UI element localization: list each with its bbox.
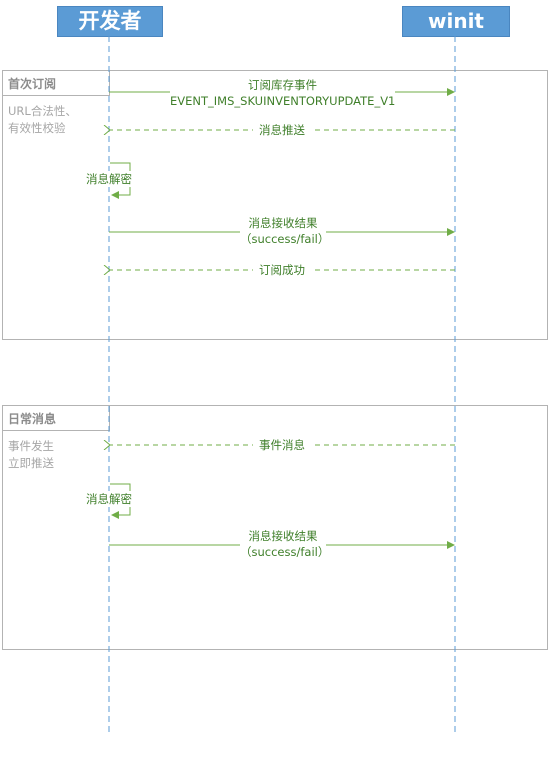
frame-first-subscription: 首次订阅	[2, 70, 548, 340]
participant-developer: 开发者	[57, 6, 163, 37]
frame-note: 事件发生 立即推送	[8, 438, 54, 472]
message-label-line: 消息解密	[86, 492, 132, 506]
message-label-result: 消息接收结果 （success/fail）	[240, 528, 330, 561]
frame-tab: 日常消息	[3, 406, 110, 431]
message-label-success: 订阅成功	[253, 262, 311, 278]
frame-note: URL合法性、 有效性校验	[8, 103, 77, 137]
message-label-push: 消息推送	[253, 122, 311, 138]
frame-title: 首次订阅	[8, 77, 57, 91]
frame-title: 日常消息	[8, 412, 57, 426]
message-label-line: （success/fail）	[240, 545, 330, 559]
message-label-line: 事件消息	[259, 438, 305, 452]
message-label-event: 事件消息	[253, 437, 311, 453]
frame-tab: 首次订阅	[3, 71, 110, 96]
message-label-line: EVENT_IMS_SKUINVENTORYUPDATE_V1	[170, 94, 396, 108]
note-line: 有效性校验	[8, 121, 66, 135]
note-line: 立即推送	[8, 456, 54, 470]
message-label-line: 消息接收结果	[248, 529, 318, 543]
message-label-line: （success/fail）	[240, 232, 330, 246]
message-label-decrypt: 消息解密	[82, 171, 136, 187]
note-line: URL合法性、	[8, 104, 77, 118]
message-label-line: 消息解密	[86, 172, 132, 186]
note-line: 事件发生	[8, 439, 54, 453]
message-label-line: 订阅成功	[259, 263, 305, 277]
message-label-line: 消息接收结果	[248, 216, 318, 230]
message-label-line: 消息推送	[259, 123, 305, 137]
message-label-decrypt: 消息解密	[82, 491, 136, 507]
participant-winit: winit	[402, 6, 510, 37]
message-label-line: 订阅库存事件	[248, 78, 317, 92]
message-label-subscribe: 订阅库存事件 EVENT_IMS_SKUINVENTORYUPDATE_V1	[170, 77, 395, 110]
message-label-result: 消息接收结果 （success/fail）	[240, 215, 330, 248]
